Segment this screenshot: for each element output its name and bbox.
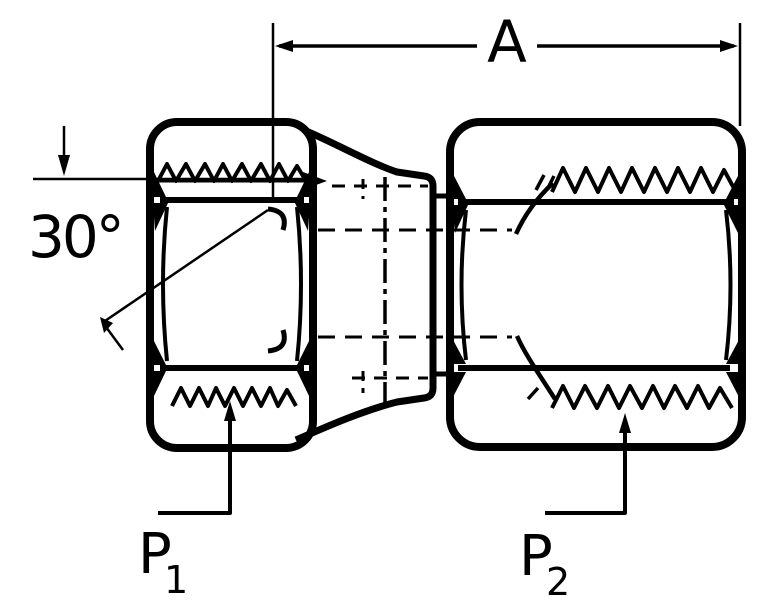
port1-subscript: 1 <box>164 558 188 602</box>
nut-face-arc-right <box>295 206 303 362</box>
nut-face-arc-left <box>161 206 169 362</box>
port1-label: P <box>138 522 172 587</box>
port2-leader-line <box>545 430 627 515</box>
reducer-top-outline <box>304 127 437 187</box>
port1-leader: P 1 <box>138 401 236 602</box>
thread-leadin-bottom <box>526 386 540 401</box>
port1-leader-line <box>158 416 232 515</box>
nut-chamfer-wedges <box>153 170 310 398</box>
dimension-a-label: A <box>487 8 527 76</box>
thread-runout-bottom <box>514 335 557 401</box>
swivel-nut <box>146 118 317 452</box>
body-thread-top <box>550 166 738 194</box>
nut-thread-bottom <box>170 386 298 408</box>
fitting-body <box>446 118 746 451</box>
dimension-arrow-right <box>720 40 738 52</box>
port2-leader: P 2 <box>519 413 631 603</box>
dimension-a: A <box>271 8 742 199</box>
nut-thread-top <box>156 162 308 183</box>
thread-runout-top <box>513 181 555 235</box>
port2-arrow <box>619 413 631 433</box>
body-thread-bottom <box>550 384 734 410</box>
angle-label: 30° <box>28 203 122 271</box>
seat-hook-top <box>267 206 287 231</box>
dimension-arrow-left <box>275 40 293 52</box>
reducer-section <box>267 127 512 444</box>
angle-callout: 30° <box>28 126 327 351</box>
port1-arrow <box>224 401 236 421</box>
body-face-arc-right <box>724 209 733 361</box>
seat-hook-bottom <box>267 329 287 354</box>
body-outline <box>446 118 746 451</box>
thread-leadin-top-1 <box>534 174 546 191</box>
angle-slope-line <box>101 208 269 325</box>
angle-reference-arrow <box>303 172 327 189</box>
angle-pointer-tail <box>104 326 125 351</box>
reducer-bottom-outline <box>294 387 437 444</box>
body-chamfer-wedges <box>452 172 740 399</box>
angle-pointer-arrow <box>100 317 113 333</box>
hidden-bore-lines <box>318 179 512 393</box>
angle-tick-arrow <box>58 155 70 176</box>
port2-label: P <box>519 524 553 589</box>
port2-subscript: 2 <box>546 560 570 603</box>
body-face-arc-left <box>459 209 468 361</box>
